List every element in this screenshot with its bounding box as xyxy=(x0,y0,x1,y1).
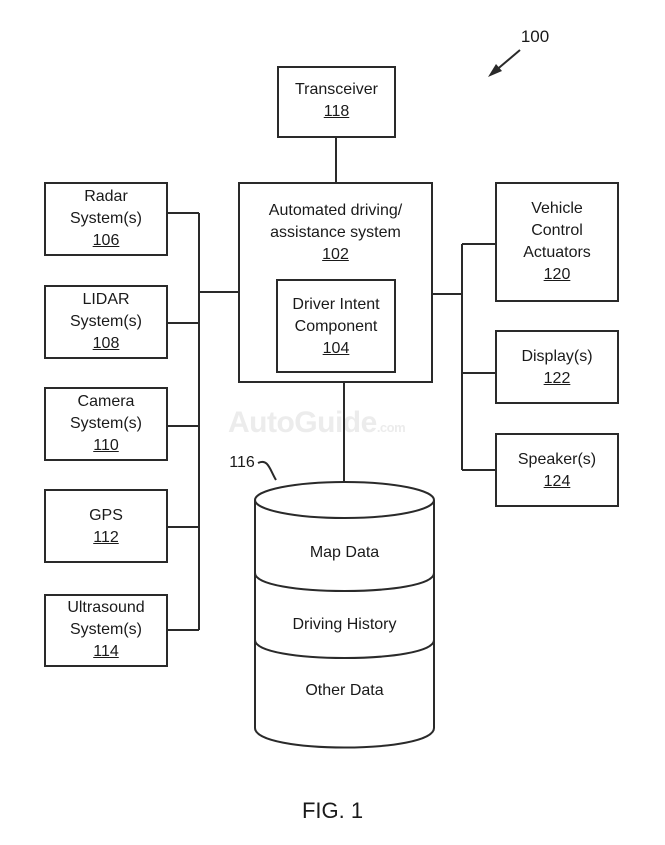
actuators-box xyxy=(495,182,619,302)
driver-intent-label-1: Driver Intent xyxy=(292,296,380,313)
lidar-label-1: LIDAR xyxy=(82,291,130,308)
transceiver-ref: 118 xyxy=(323,103,350,120)
display-label: Display(s) xyxy=(521,348,593,365)
speaker-text: Speaker(s) 124 xyxy=(496,449,618,493)
driver-intent-ref: 104 xyxy=(322,340,350,357)
lidar-text: LIDAR System(s) 108 xyxy=(45,289,167,355)
camera-box xyxy=(44,387,168,461)
ultrasound-label-1: Ultrasound xyxy=(67,599,145,616)
actuators-text: Vehicle Control Actuators 120 xyxy=(496,198,618,286)
radar-ref: 106 xyxy=(92,232,120,249)
radar-box xyxy=(44,182,168,256)
display-ref: 122 xyxy=(543,370,571,387)
automated-driving-ref: 102 xyxy=(322,246,349,263)
watermark: AutoGuide.com xyxy=(228,406,406,439)
transceiver-text: Transceiver 118 xyxy=(278,79,395,123)
display-box xyxy=(495,330,619,404)
automated-driving-label-1: Automated driving/ xyxy=(268,202,403,219)
lidar-label-2: System(s) xyxy=(70,313,142,330)
automated-driving-label-2: assistance system xyxy=(270,224,401,241)
speaker-ref: 124 xyxy=(543,473,571,490)
database-ref: 116 xyxy=(229,454,255,471)
ultrasound-ref: 114 xyxy=(93,643,119,660)
arrow-100-head xyxy=(488,64,502,77)
driver-intent-label-2: Component xyxy=(294,318,378,335)
ultrasound-text: Ultrasound System(s) 114 xyxy=(45,597,167,663)
gps-text: GPS 112 xyxy=(45,505,167,549)
ultrasound-label-2: System(s) xyxy=(70,621,142,638)
camera-label-2: System(s) xyxy=(70,415,142,432)
camera-text: Camera System(s) 110 xyxy=(45,391,167,457)
radar-label-1: Radar xyxy=(84,188,128,205)
automated-driving-text: Automated driving/ assistance system 102 xyxy=(239,200,432,266)
radar-label-2: System(s) xyxy=(70,210,142,227)
database-divider-2 xyxy=(254,639,435,659)
camera-ref: 110 xyxy=(93,437,119,454)
actuators-label-1: Vehicle xyxy=(531,200,583,217)
database-top xyxy=(254,481,435,519)
transceiver-label: Transceiver xyxy=(295,81,378,98)
database-cylinder xyxy=(254,500,435,749)
camera-label-1: Camera xyxy=(77,393,135,410)
figure-ref-label: 100 xyxy=(520,27,550,46)
database-section-map-data: Map Data xyxy=(309,544,380,561)
driver-intent-box xyxy=(276,279,396,373)
database-section-other-data: Other Data xyxy=(305,682,384,699)
speaker-label: Speaker(s) xyxy=(517,451,597,468)
database-leader xyxy=(257,460,277,481)
actuators-ref: 120 xyxy=(543,266,571,283)
database-divider-1 xyxy=(254,572,435,592)
database-section-driving-history: Driving History xyxy=(292,616,397,633)
gps-label: GPS xyxy=(89,507,123,524)
display-text: Display(s) 122 xyxy=(496,346,618,390)
figure-caption: FIG. 1 xyxy=(301,798,364,823)
gps-ref: 112 xyxy=(93,529,119,546)
radar-text: Radar System(s) 106 xyxy=(45,186,167,252)
lidar-ref: 108 xyxy=(92,335,120,352)
actuators-label-2: Control xyxy=(531,222,583,239)
driver-intent-text: Driver Intent Component 104 xyxy=(277,294,395,360)
actuators-label-3: Actuators xyxy=(523,244,591,261)
